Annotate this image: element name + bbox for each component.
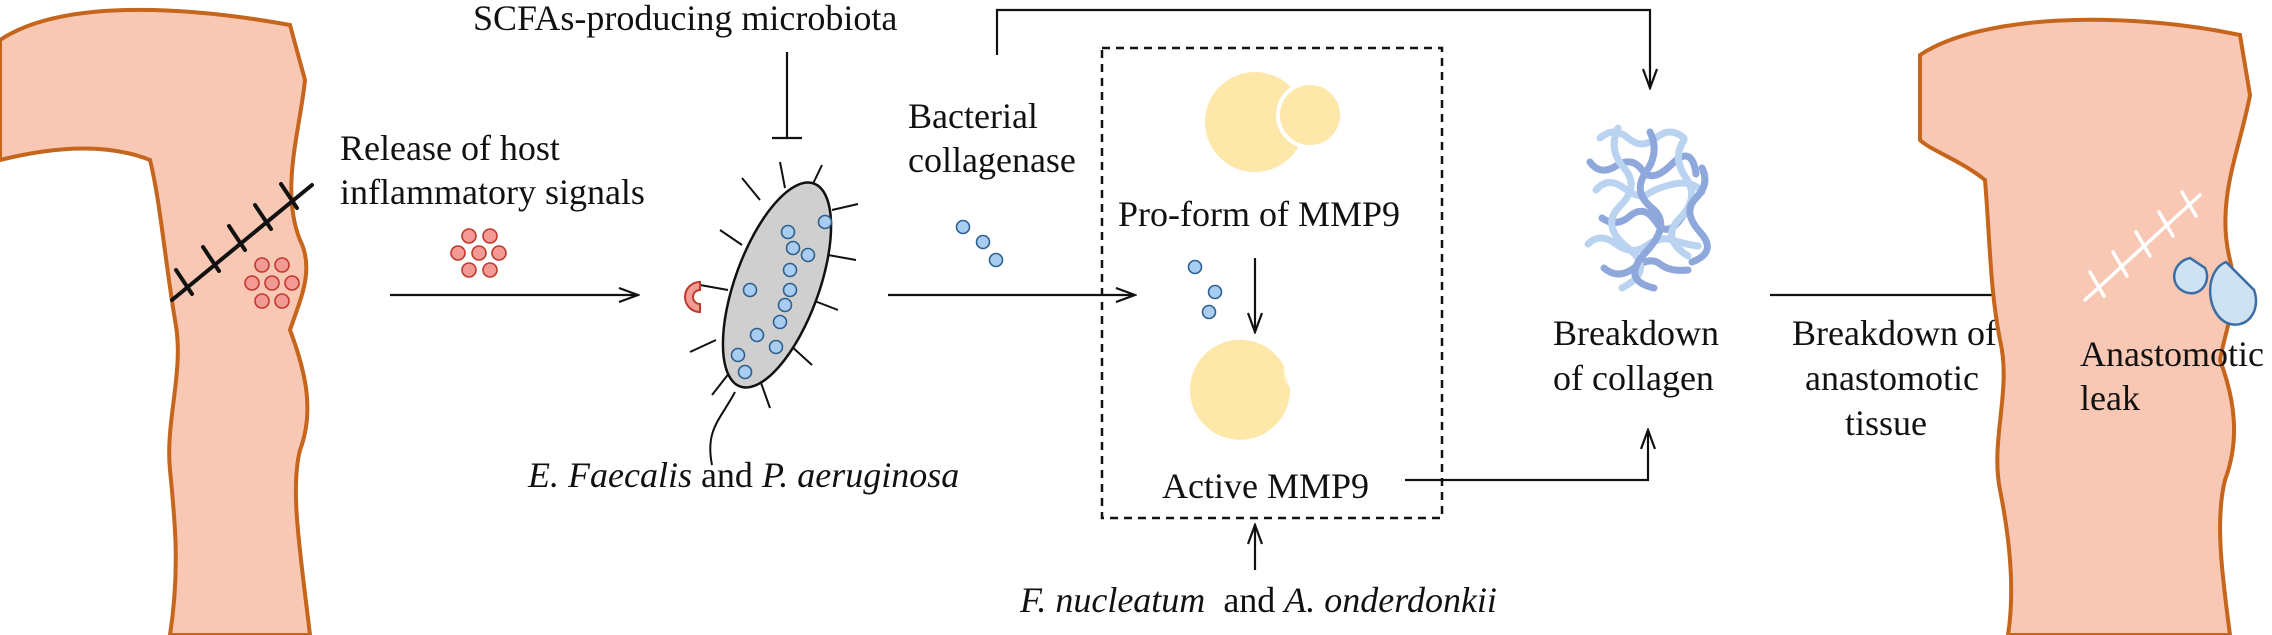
- release-label-line1: Release of host: [340, 128, 560, 168]
- collagenase-label-line1: Bacterial: [908, 96, 1038, 136]
- breakdown-tissue-line3: tissue: [1845, 403, 1927, 443]
- breakdown-collagen-line1: Breakdown: [1553, 313, 1719, 353]
- breakdown-tissue-line2: anastomotic: [1805, 358, 1979, 398]
- species-f-nucleatum: F. nucleatum: [1019, 580, 1205, 620]
- inflammatory-signal-dots-icon: [450, 228, 507, 278]
- species-p-aeruginosa: P. aeruginosa: [761, 455, 959, 495]
- scfa-label: SCFAs-producing microbiota: [473, 0, 897, 38]
- inflammatory-dots-in-tissue: [244, 257, 300, 309]
- rod-bacterium-icon: [684, 161, 859, 466]
- leak-droplets-icon: [2173, 256, 2258, 326]
- intestine-with-suture-icon: [0, 7, 314, 635]
- intestine-with-leak-icon: [1918, 17, 2258, 635]
- mmp9-active-icon: [1190, 339, 1291, 440]
- anastomotic-leak-line1: Anastomotic: [2080, 334, 2264, 374]
- fuso-caption: F. nucleatum and A. onderdonkii: [1019, 580, 1497, 620]
- mmp9-activation-box: [1100, 46, 1444, 520]
- bacteria-caption: E. Faecalis and P. aeruginosa: [527, 455, 959, 495]
- mmp9-proform-icon: [1205, 72, 1344, 172]
- anastomotic-leak-line2: leak: [2080, 378, 2140, 418]
- intestine-right-shape: [1918, 17, 2253, 635]
- species-a-onderdonkii: A. onderdonkii: [1282, 580, 1497, 620]
- collagenase-dots-icon: [955, 219, 1004, 268]
- suture-dark: [170, 182, 314, 302]
- bacterium-surface-dots: [730, 214, 833, 380]
- breakdown-collagen-line2: of collagen: [1553, 358, 1714, 398]
- caption-and-2: and: [1205, 580, 1284, 620]
- collagen-fibers-icon: [1584, 124, 1711, 292]
- caption-and-1: and: [692, 455, 762, 495]
- inhibition-line: [772, 52, 802, 140]
- arrow-active-to-collagen: [1405, 430, 1648, 482]
- collagenase-label-line2: collagenase: [908, 140, 1076, 180]
- release-label-line2: inflammatory signals: [340, 172, 645, 212]
- suture-white: [2083, 190, 2202, 302]
- host-receptor-icon: [684, 280, 701, 314]
- intestine-left-shape: [0, 7, 313, 635]
- arrow-collagenase-to-collagen: [995, 8, 1650, 88]
- active-mmp9-label: Active MMP9: [1162, 466, 1369, 506]
- breakdown-tissue-line1: Breakdown of: [1792, 313, 1997, 353]
- species-e-faecalis: E. Faecalis: [527, 455, 692, 495]
- mmp9-dots: [1187, 259, 1223, 320]
- proform-label: Pro-form of MMP9: [1118, 194, 1400, 234]
